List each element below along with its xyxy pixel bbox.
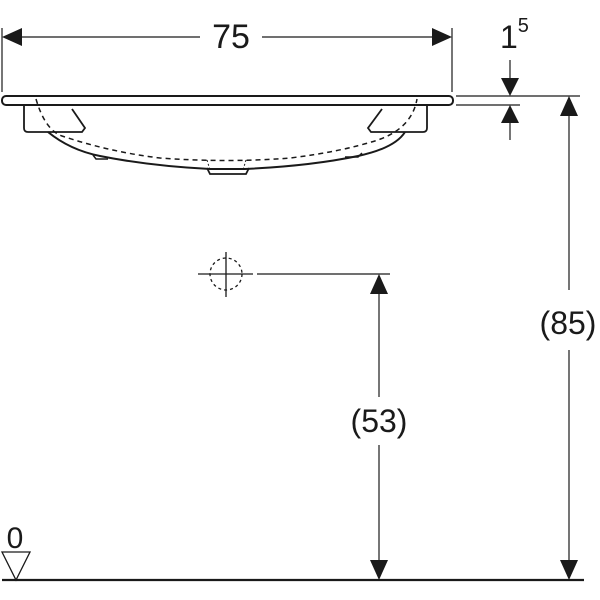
drain-height-dimension: (53) (351, 274, 408, 580)
drain-centre-crosshair-icon (198, 252, 390, 297)
arrow-down-icon (501, 78, 519, 96)
arrow-down-icon (370, 560, 388, 580)
width-label: 75 (212, 18, 250, 56)
arrow-up-icon (370, 274, 388, 294)
overall-height-label: (85) (540, 305, 597, 341)
arrow-left-icon (2, 28, 22, 46)
arrow-right-icon (432, 28, 452, 46)
rim-thickness-base: 1 (500, 19, 518, 55)
overall-height-dimension: (85) (540, 96, 597, 580)
arrow-up-icon (560, 96, 578, 116)
floor-level-label: 0 (7, 522, 24, 555)
basin-rim (1, 95, 454, 106)
arrow-down-icon (560, 560, 578, 580)
arrow-up-icon (501, 105, 519, 123)
rim-thickness-label: 15 (500, 15, 529, 55)
floor-level-triangle-icon (0, 551, 32, 582)
width-dimension: 75 (1, 18, 453, 92)
rim-thickness-dimension: 15 (456, 15, 580, 140)
floor-level: 0 (0, 522, 584, 582)
washbasin-outline (1, 95, 454, 175)
rim-thickness-superscript: 5 (518, 15, 529, 37)
drain-height-label: (53) (351, 403, 408, 439)
